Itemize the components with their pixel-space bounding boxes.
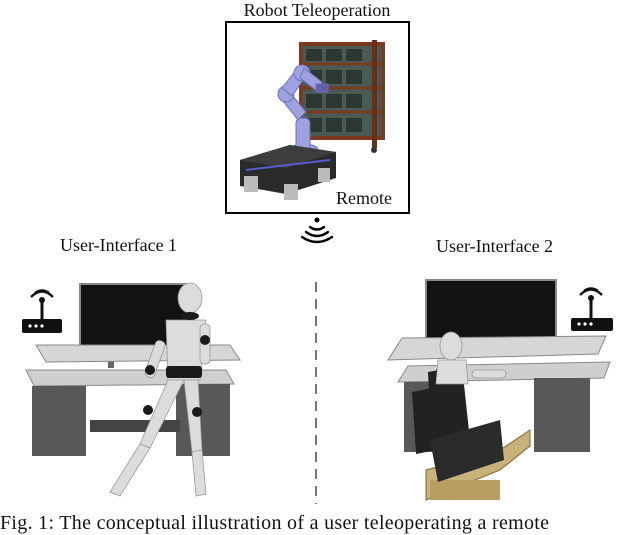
robot-arm	[277, 64, 329, 157]
figure-caption: Fig. 1: The conceptual illustration of a…	[0, 512, 550, 534]
mobile-base	[240, 145, 336, 200]
router-icon	[571, 287, 613, 331]
router-icon	[22, 289, 62, 333]
user-interface-1-label: User-Interface 1	[60, 235, 178, 255]
robot-scene	[225, 21, 410, 214]
driving-chair	[412, 366, 504, 482]
storage-shelf	[299, 40, 385, 153]
figure-title: Robot Teleoperation	[243, 0, 391, 20]
wireless-signal-icon	[300, 217, 334, 244]
user-interface-1-scene	[22, 282, 241, 497]
seated-user-figure	[435, 331, 507, 385]
user-interface-2-scene	[387, 279, 613, 501]
standing-user-figure	[109, 282, 211, 497]
user-interface-2-label: User-Interface 2	[436, 236, 554, 256]
remote-label: Remote	[336, 188, 392, 208]
